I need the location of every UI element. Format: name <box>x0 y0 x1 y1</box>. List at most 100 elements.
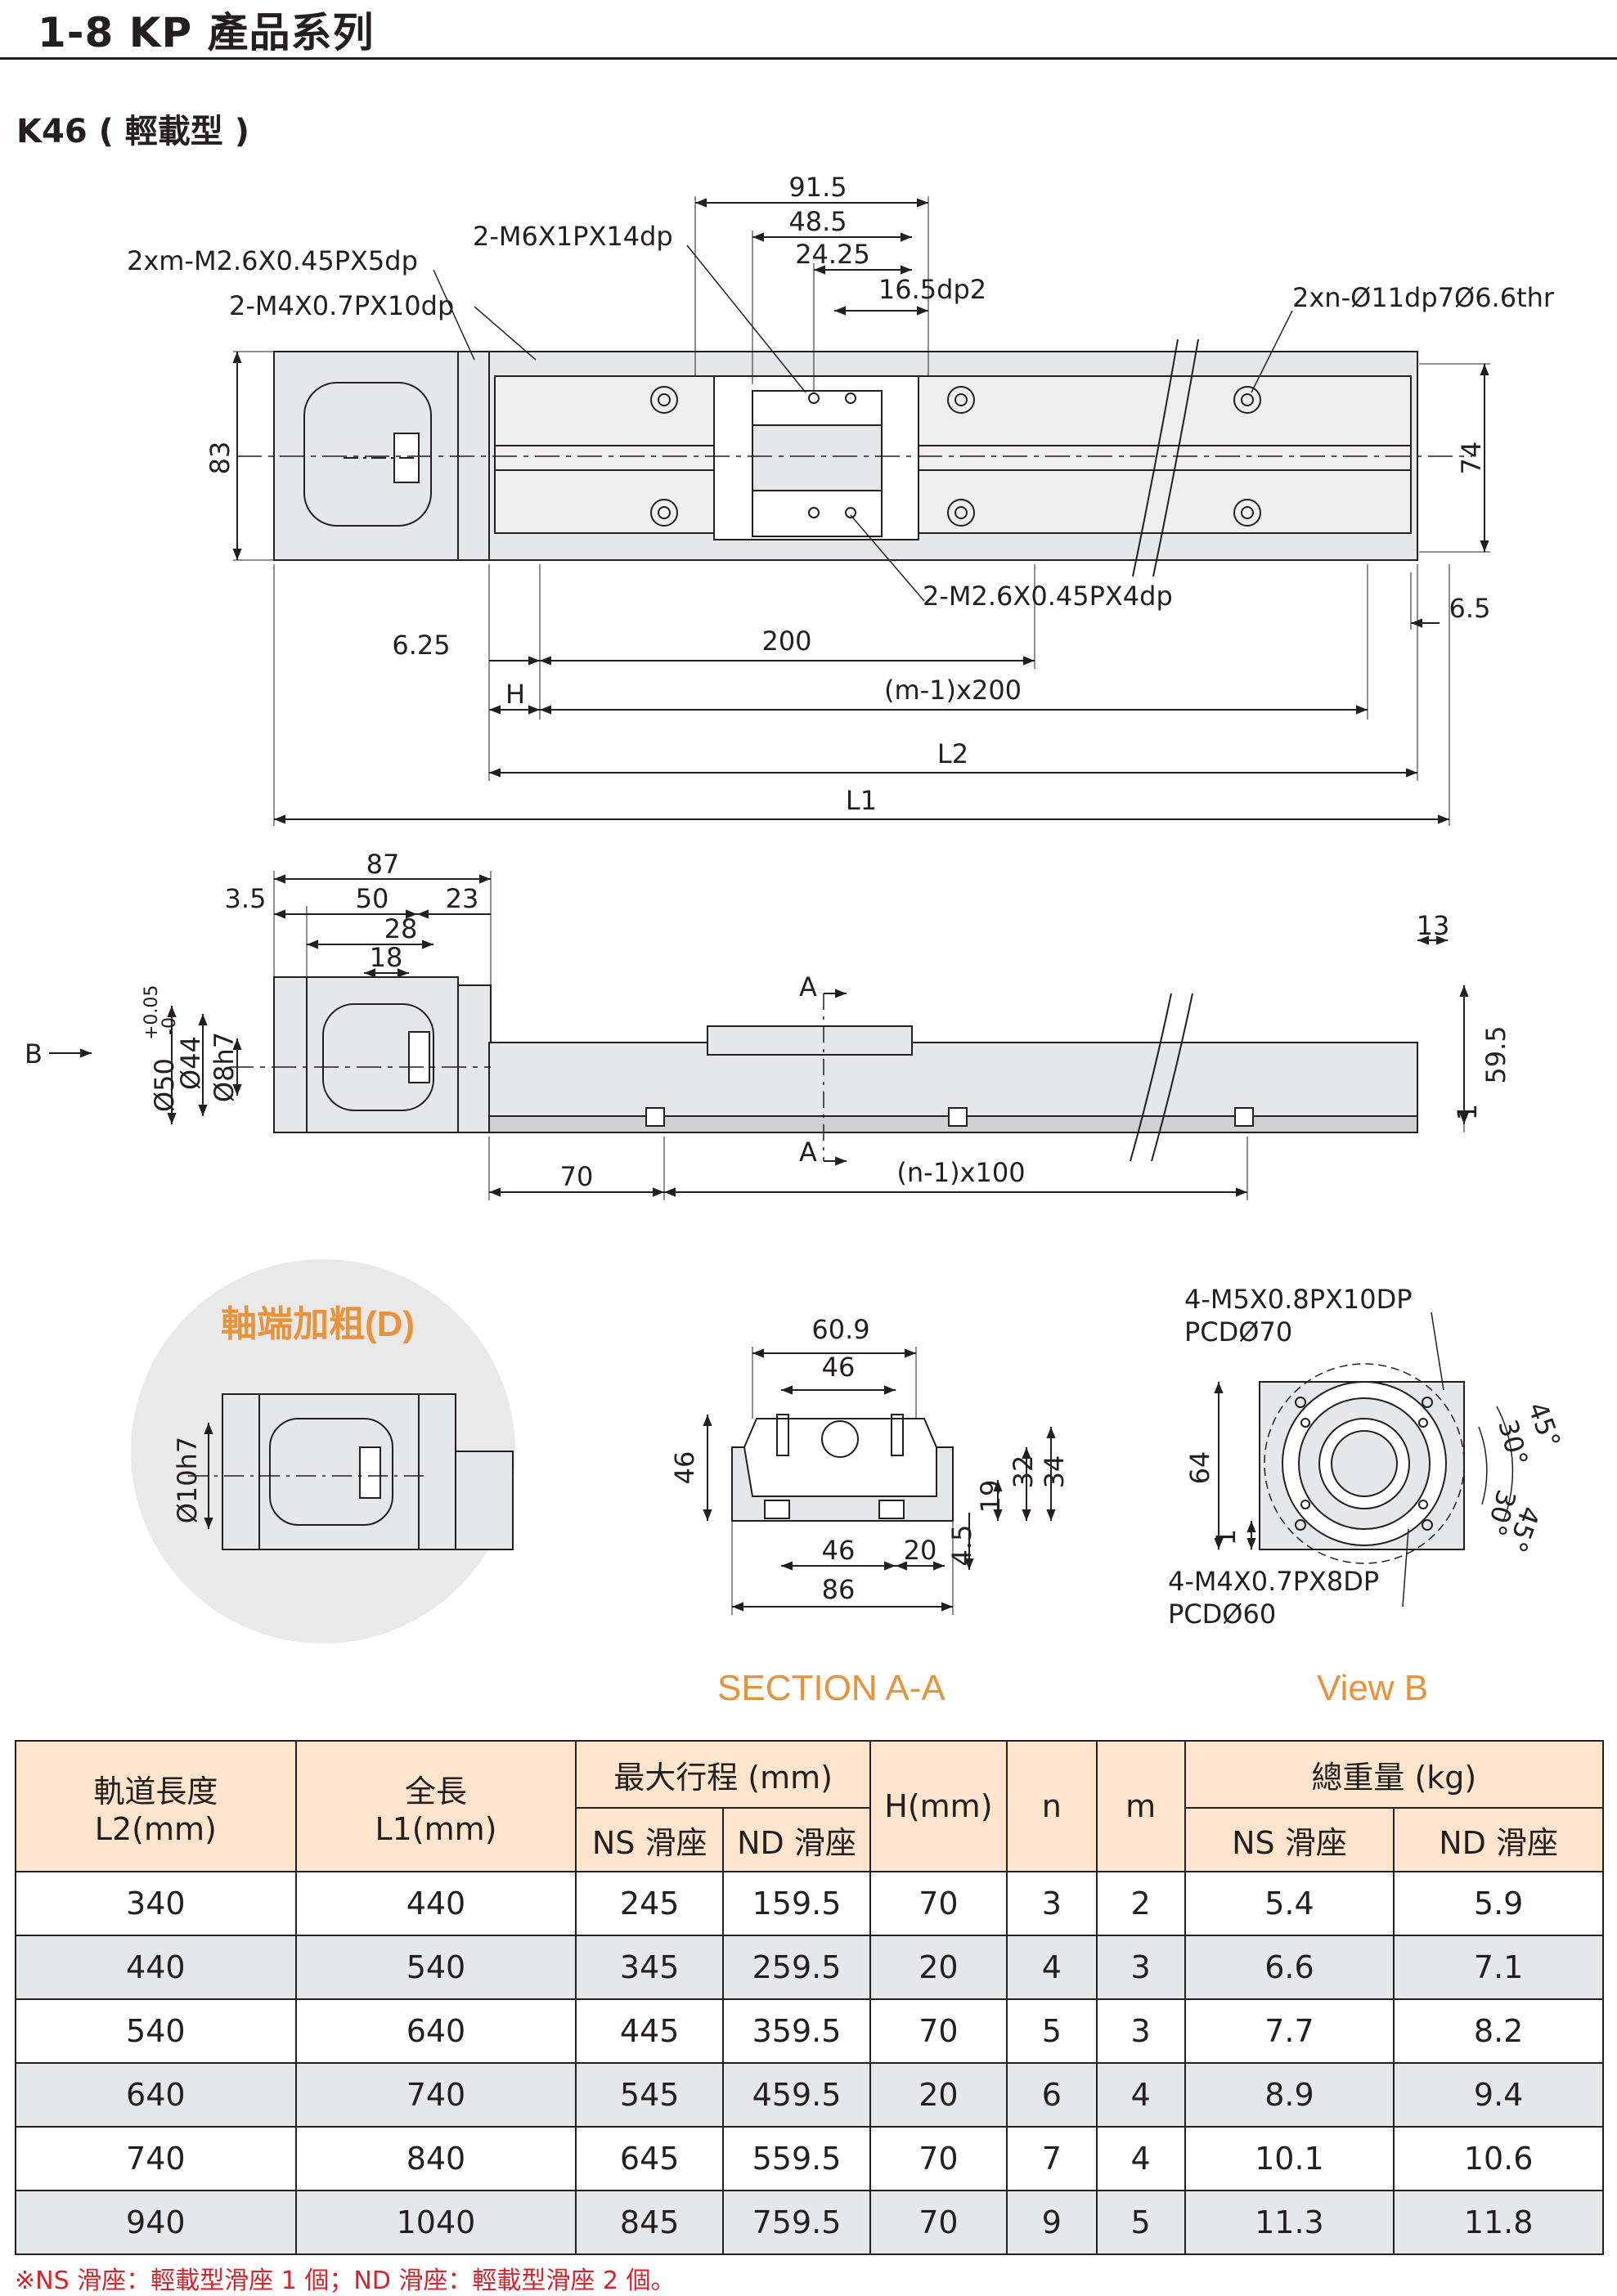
table-row: 340 440 245 159.5 70 3 2 5.4 5.9 <box>15 1871 1604 1936</box>
section-title: SECTION A-A <box>717 1668 945 1708</box>
dim-74: 74 <box>1456 442 1487 475</box>
dim-l1: L1 <box>846 785 877 816</box>
header-n: n <box>1005 1740 1098 1872</box>
dim-13: 13 <box>1417 910 1450 941</box>
side-view <box>49 871 1469 1200</box>
section-dim-20: 20 <box>904 1535 937 1566</box>
dim-n-1x100: (n-1)x100 <box>896 1157 1025 1188</box>
spec-table: 軌道長度 L2(mm) 全長 L1(mm) 最大行程 (mm) H(mm) n … <box>15 1740 1605 2255</box>
cell-n: 6 <box>1005 2062 1098 2128</box>
section-dim-60-9: 60.9 <box>811 1314 869 1345</box>
cell-m: 5 <box>1095 2190 1186 2255</box>
cell-weight-nd: 8.2 <box>1393 1998 1604 2064</box>
cell-n: 5 <box>1005 1998 1098 2064</box>
cell-l1: 1040 <box>294 2190 577 2255</box>
cell-m: 4 <box>1095 2062 1186 2128</box>
cell-l2: 940 <box>15 2190 297 2255</box>
cell-weight-nd: 5.9 <box>1393 1871 1604 1936</box>
cell-h: 20 <box>869 2062 1008 2128</box>
cell-n: 9 <box>1005 2190 1098 2255</box>
detail-circle: Ø10h7 <box>131 1259 515 1644</box>
cell-h: 20 <box>869 1935 1008 2000</box>
view-b-callout-pcd60: PCDØ60 <box>1168 1599 1276 1630</box>
cell-n: 4 <box>1005 1935 1098 2000</box>
cell-n: 7 <box>1005 2126 1098 2191</box>
section-dim-19: 19 <box>975 1480 1006 1513</box>
view-b <box>1214 1312 1514 1608</box>
footnote: ※NS 滑座：輕載型滑座 1 個；ND 滑座：輕載型滑座 2 個。 <box>15 2267 676 2295</box>
dim-59-5: 59.5 <box>1480 1025 1511 1083</box>
top-view-labels: 91.5 48.5 24.25 16.5dp2 83 74 6.5 6.25 2… <box>127 172 1555 816</box>
dim-6-5: 6.5 <box>1449 593 1491 624</box>
cell-l2: 440 <box>15 1935 297 2000</box>
dim-6-25: 6.25 <box>392 630 450 661</box>
cell-weight-nd: 11.8 <box>1393 2190 1604 2255</box>
view-b-callout-m4: 4-M4X0.7PX8DP <box>1168 1566 1379 1597</box>
header-stroke: 最大行程 (mm) <box>575 1740 871 1809</box>
cell-weight-ns: 8.9 <box>1184 2062 1395 2128</box>
header-weight-ns: NS 滑座 <box>1184 1807 1395 1872</box>
cell-stroke-ns: 845 <box>575 2190 725 2255</box>
callout-m4-10dp: 2-M4X0.7PX10dp <box>229 290 454 321</box>
cell-l1: 840 <box>294 2126 577 2191</box>
table-row: 640 740 545 459.5 20 6 4 8.9 9.4 <box>15 2062 1604 2128</box>
dim-dia-50: Ø50 <box>149 1058 180 1112</box>
cell-stroke-nd: 559.5 <box>722 2126 871 2191</box>
header-l2-line1: 軌道長度 <box>93 1773 218 1809</box>
view-arrow-b: B <box>25 1038 43 1070</box>
view-b-title: View B <box>1317 1668 1429 1708</box>
cell-stroke-ns: 645 <box>575 2126 725 2191</box>
section-dim-86: 86 <box>822 1574 856 1605</box>
side-view-labels: 87 3.5 50 23 28 18 13 59.5 1 70 (n-1)x10… <box>25 849 1511 1192</box>
dim-3-5: 3.5 <box>225 883 267 914</box>
view-b-callout-m5: 4-M5X0.8PX10DP <box>1184 1284 1413 1315</box>
cell-n: 3 <box>1005 1871 1098 1936</box>
cell-stroke-ns: 345 <box>575 1935 725 2000</box>
cell-stroke-ns: 445 <box>575 1998 725 2064</box>
cell-stroke-ns: 245 <box>575 1871 725 1936</box>
cell-l2: 340 <box>15 1871 297 1936</box>
section-a-a <box>703 1347 1056 1615</box>
table-row: 440 540 345 259.5 20 4 3 6.6 7.1 <box>15 1935 1604 2000</box>
header-weight: 總重量 (kg) <box>1184 1740 1605 1809</box>
dim-48-5: 48.5 <box>788 206 847 237</box>
cell-l1: 640 <box>294 1998 577 2064</box>
dim-1: 1 <box>1452 1104 1483 1120</box>
view-b-dim-64: 64 <box>1184 1451 1215 1485</box>
header-l2: 軌道長度 L2(mm) <box>15 1740 297 1872</box>
cell-m: 2 <box>1095 1871 1186 1936</box>
view-b-dim-1: 1 <box>1211 1529 1242 1545</box>
section-dim-34: 34 <box>1039 1455 1070 1489</box>
cell-weight-ns: 7.7 <box>1184 1998 1395 2064</box>
section-dim-46-height: 46 <box>669 1451 700 1485</box>
cell-l2: 740 <box>15 2126 297 2191</box>
header-stroke-nd: ND 滑座 <box>722 1807 871 1872</box>
cell-weight-nd: 10.6 <box>1393 2126 1604 2191</box>
table-row: 540 640 445 359.5 70 5 3 7.7 8.2 <box>15 1998 1604 2064</box>
cell-h: 70 <box>869 1998 1008 2064</box>
section-dim-46-bottom: 46 <box>822 1535 856 1566</box>
detail-title: 軸端加粗(D) <box>221 1304 415 1344</box>
cell-stroke-nd: 259.5 <box>722 1935 871 2000</box>
header-m: m <box>1095 1740 1186 1872</box>
header-h: H(mm) <box>869 1740 1008 1872</box>
cell-m: 3 <box>1095 1998 1186 2064</box>
header-l1: 全長 L1(mm) <box>294 1740 577 1872</box>
section-dim-32: 32 <box>1008 1455 1039 1489</box>
callout-m2-6-4dp: 2-M2.6X0.45PX4dp <box>923 581 1173 612</box>
dim-83: 83 <box>204 442 236 475</box>
dim-dia-50-tol-lower: -0 <box>159 1017 180 1035</box>
detail-dim-dia-10h7: Ø10h7 <box>172 1437 203 1524</box>
top-view <box>232 196 1490 826</box>
section-mark-a-bottom: A <box>799 1137 817 1168</box>
dim-24-25: 24.25 <box>795 239 870 270</box>
cell-l1: 540 <box>294 1935 577 2000</box>
header-stroke-ns: NS 滑座 <box>575 1807 725 1872</box>
page-header: 1-8 KP 產品系列 <box>0 0 1617 60</box>
callout-11dp7-thr: 2xn-Ø11dp7Ø6.6thr <box>1292 282 1555 313</box>
table-row: 740 840 645 559.5 70 7 4 10.1 10.6 <box>15 2126 1604 2191</box>
dim-23: 23 <box>446 883 479 914</box>
section-mark-a-top: A <box>799 971 817 1002</box>
cell-weight-ns: 5.4 <box>1184 1871 1395 1936</box>
cell-weight-nd: 9.4 <box>1393 2062 1604 2128</box>
